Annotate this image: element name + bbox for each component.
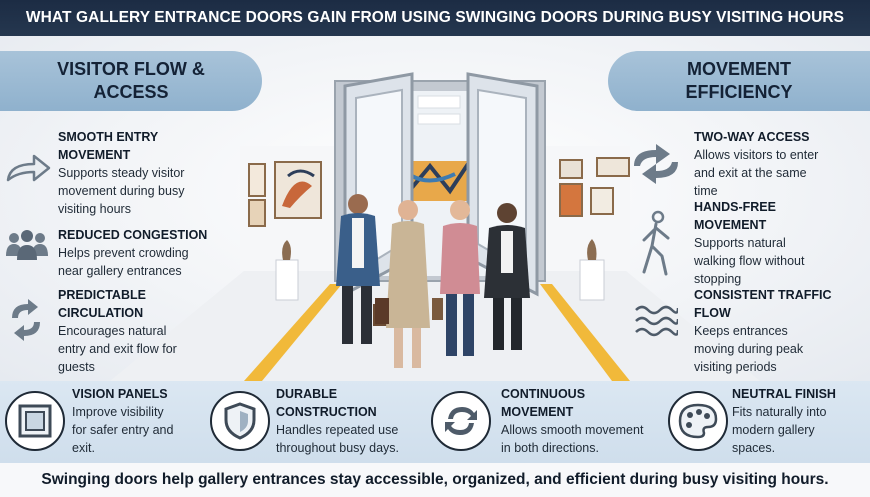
item-desc: Handles repeated use (276, 423, 399, 437)
wall-art (559, 159, 583, 179)
item-title: DURABLE (276, 387, 338, 401)
item-title: REDUCED CONGESTION (58, 228, 208, 242)
item-title: NEUTRAL FINISH (732, 387, 836, 401)
item-title: VISION PANELS (72, 387, 168, 401)
item-desc: Allows visitors to enter (694, 148, 819, 162)
item-title: CONSTRUCTION (276, 405, 377, 419)
reduced-congestion-item: REDUCED CONGESTION Helps prevent crowdin… (58, 226, 258, 280)
item-desc: Fits naturally into (732, 405, 827, 419)
item-desc: visiting periods (694, 360, 777, 374)
visitor (336, 194, 387, 344)
item-desc: entry and exit flow for (58, 342, 177, 356)
group-icon (6, 230, 48, 260)
waves-icon (635, 305, 678, 337)
left-heading-line2: ACCESS (93, 82, 169, 102)
two-way-arrows-icon (634, 144, 678, 184)
item-desc: for safer entry and (72, 423, 174, 437)
item-desc: Encourages natural (58, 324, 167, 338)
right-panel-heading: MOVEMENT EFFICIENCY (608, 51, 870, 111)
item-title: TWO-WAY ACCESS (694, 130, 810, 144)
item-desc: near gallery entrances (58, 264, 182, 278)
visitor (375, 200, 430, 368)
left-panel-heading: VISITOR FLOW & ACCESS (0, 51, 262, 111)
two-way-access-item: TWO-WAY ACCESS Allows visitors to enter … (694, 128, 870, 200)
pedestal (579, 259, 605, 301)
wall-art (248, 163, 266, 197)
item-title: SMOOTH ENTRY (58, 130, 159, 144)
item-desc: walking flow without (694, 254, 805, 268)
item-desc: Supports steady visitor (58, 166, 185, 180)
wall-art (596, 157, 630, 177)
wall-art (590, 187, 614, 215)
shield-icon (210, 391, 270, 451)
item-desc: exit. (72, 441, 95, 455)
pedestal (275, 259, 299, 301)
item-title: HANDS-FREE (694, 200, 776, 214)
visitor (484, 203, 530, 350)
item-title: CONTINUOUS (501, 387, 586, 401)
right-heading-line1: MOVEMENT (686, 59, 791, 79)
visitor (432, 200, 480, 356)
item-desc: and exit at the same (694, 166, 807, 180)
vision-panels-item: VISION PANELS Improve visibility for saf… (72, 385, 212, 457)
arrow-right-icon (6, 154, 51, 182)
title-bar: WHAT GALLERY ENTRANCE DOORS GAIN FROM US… (0, 0, 870, 36)
right-heading-line2: EFFICIENCY (685, 82, 793, 102)
item-desc: throughout busy days. (276, 441, 399, 455)
wall-art (248, 199, 266, 227)
item-title: PREDICTABLE (58, 288, 146, 302)
gallery-scene (110, 72, 760, 381)
predictable-circulation-item: PREDICTABLE CIRCULATION Encourages natur… (58, 286, 248, 376)
item-desc: guests (58, 360, 95, 374)
item-desc: Allows smooth movement (501, 423, 644, 437)
item-desc: stopping (694, 272, 742, 286)
item-desc: in both directions. (501, 441, 599, 455)
item-desc: visiting hours (58, 202, 131, 216)
item-desc: Helps prevent crowding (58, 246, 189, 260)
item-title: CONSISTENT TRAFFIC (694, 288, 832, 302)
neutral-finish-item: NEUTRAL FINISH Fits naturally into moder… (732, 385, 868, 457)
item-title: MOVEMENT (501, 405, 574, 419)
item-desc: movement during busy (58, 184, 185, 198)
consistent-traffic-flow-item: CONSISTENT TRAFFIC FLOW Keeps entrances … (694, 286, 870, 376)
floor-stripe-left (244, 284, 342, 381)
window-panel-icon (5, 391, 65, 451)
item-desc: Supports natural (694, 236, 786, 250)
smooth-entry-item: SMOOTH ENTRY MOVEMENT Supports steady vi… (58, 128, 248, 218)
item-desc: spaces. (732, 441, 776, 455)
footer-banner: Swinging doors help gallery entrances st… (0, 463, 870, 497)
item-title: MOVEMENT (694, 218, 767, 232)
continuous-movement-item: CONTINUOUS MOVEMENT Allows smooth moveme… (501, 385, 661, 457)
footer-text: Swinging doors help gallery entrances st… (41, 471, 829, 488)
item-desc: time (694, 184, 718, 198)
item-desc: modern gallery (732, 423, 815, 437)
left-heading-line1: VISITOR FLOW & (57, 59, 205, 79)
durable-construction-item: DURABLE CONSTRUCTION Handles repeated us… (276, 385, 426, 457)
palette-icon (668, 391, 728, 451)
walking-person-icon (642, 210, 670, 276)
item-desc: Keeps entrances (694, 324, 788, 338)
item-title: MOVEMENT (58, 148, 131, 162)
item-title: FLOW (694, 306, 731, 320)
refresh-arrows-icon (431, 391, 491, 451)
hands-free-movement-item: HANDS-FREE MOVEMENT Supports natural wal… (694, 198, 870, 288)
item-desc: moving during peak (694, 342, 804, 356)
floor-stripe-right (540, 284, 630, 381)
item-title: CIRCULATION (58, 306, 144, 320)
wall-art (559, 183, 583, 217)
item-desc: Improve visibility (72, 405, 164, 419)
page-title: WHAT GALLERY ENTRANCE DOORS GAIN FROM US… (25, 9, 845, 26)
circulation-arrows-icon (12, 299, 40, 341)
